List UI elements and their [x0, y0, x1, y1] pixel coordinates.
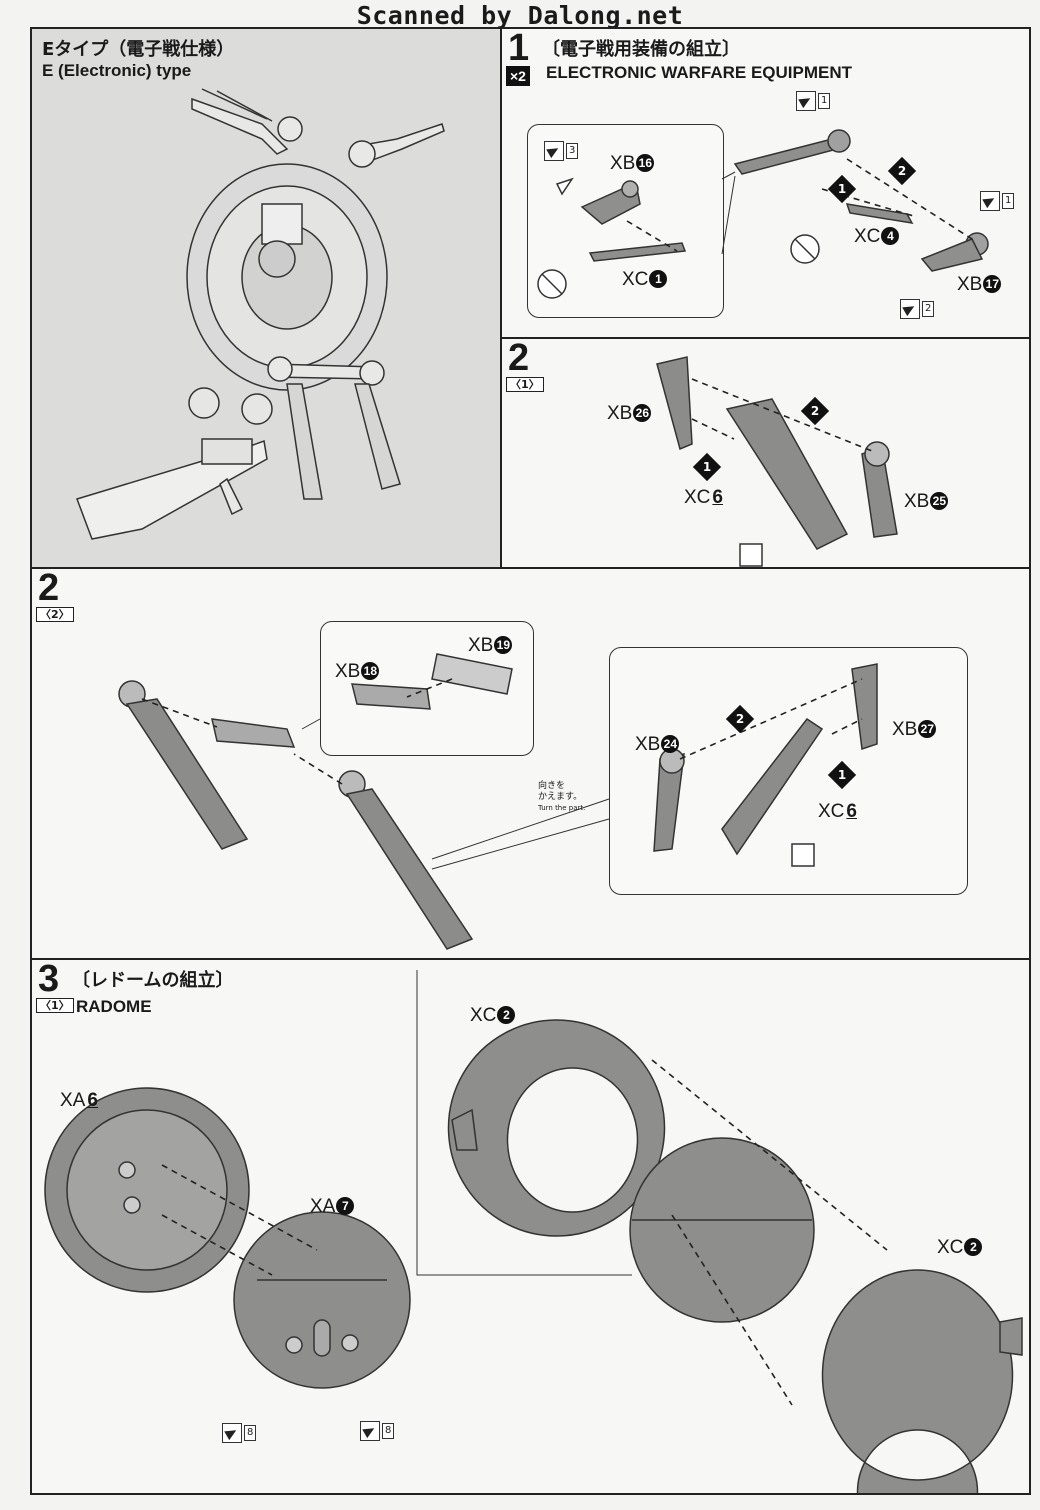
step1-title-jp: 〔電子戦用装備の組立〕: [542, 39, 740, 60]
step3-number: 3: [38, 958, 60, 1000]
step1-multiplier: ×2: [506, 66, 530, 86]
step2b-sub: 〈2〉: [36, 607, 74, 622]
turn-note-en: Turn the part.: [538, 804, 586, 812]
step2a-sub: 〈1〉: [506, 377, 544, 392]
step1-illustration: [537, 129, 989, 299]
step1-order-1: 1: [827, 174, 857, 204]
step1-tool-1a: 1: [796, 91, 831, 111]
step3-illustration: [44, 970, 1023, 1493]
step1-title-en: ELECTRONIC WARFARE EQUIPMENT: [546, 63, 853, 82]
etype-illustration: [76, 88, 445, 540]
step2a-illustration: [656, 356, 898, 567]
etype-title-en: E (Electronic) type: [42, 61, 192, 80]
step3-title-jp: 〔レドームの組立〕: [72, 970, 234, 991]
step3-title-en: RADOME: [76, 997, 152, 1016]
sticker-icon: [222, 1423, 242, 1443]
step1-number: 1: [508, 27, 530, 69]
step1-tool-2: 2: [900, 299, 935, 319]
etype-title-jp: Eタイプ（電子戦仕様）: [42, 39, 235, 60]
sticker-icon: [360, 1421, 380, 1441]
step2a-order-2: 2: [800, 396, 830, 426]
sticker-icon: [544, 141, 564, 161]
step2b-order-1: 1: [827, 760, 857, 790]
step2b-order-2: 2: [725, 704, 755, 734]
sticker-icon: [900, 299, 920, 319]
step1-tool-1b: 1: [980, 191, 1015, 211]
step2b-illustration: [118, 653, 878, 950]
turn-note-jp-2: かえます。: [538, 792, 583, 802]
sticker-icon: [796, 91, 816, 111]
step2b-turn-note: 向きを かえます。 Turn the part.: [538, 781, 585, 814]
sticker-icon: [980, 191, 1000, 211]
watermark: Scanned by Dalong.net: [356, 1, 684, 30]
step2b-number: 2: [38, 567, 60, 609]
step1-panel: 1 ×2 〔電子戦用装備の組立〕 ELECTRONIC WARFARE EQUI…: [500, 27, 1031, 339]
step2a-number: 2: [508, 337, 530, 379]
step1-order-2: 2: [887, 156, 917, 186]
step2a-order-1: 1: [692, 452, 722, 482]
step3-tool-8a: 8: [222, 1423, 257, 1443]
step3-tool-8b: 8: [360, 1421, 395, 1441]
step3-sub: 〈1〉: [36, 998, 74, 1013]
step1-tool-3: 3: [544, 141, 579, 161]
etype-panel: Eタイプ（電子戦仕様） E (Electronic) type: [30, 27, 502, 569]
turn-note-jp-1: 向きを: [538, 781, 566, 791]
